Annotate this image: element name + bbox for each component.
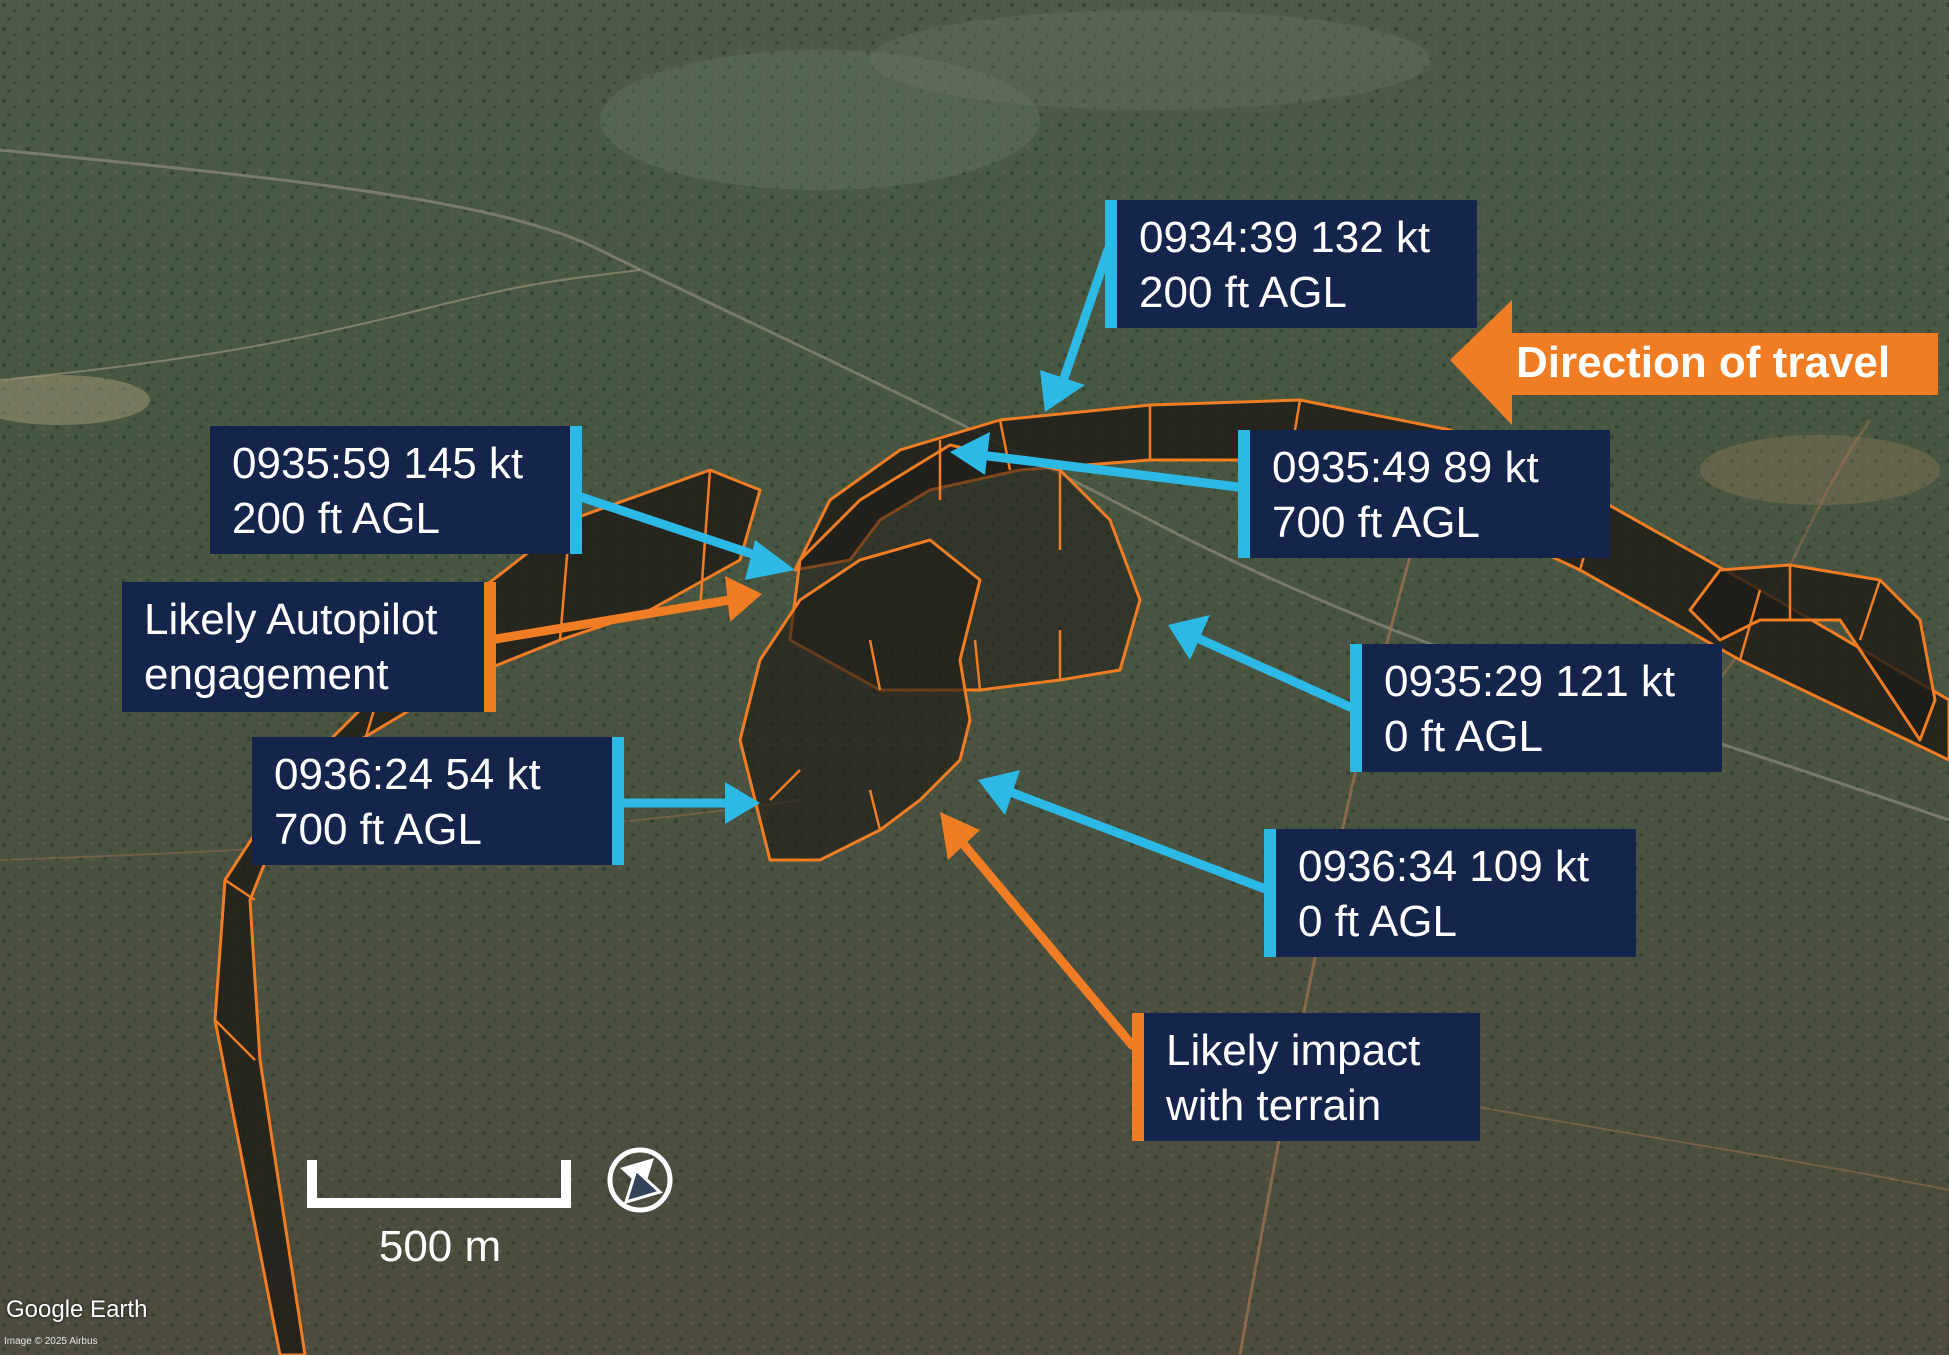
annotation-0935-29: 0935:29 121 kt 0 ft AGL [1350,644,1722,772]
annotation-line2: 700 ft AGL [1272,498,1480,547]
annotation-arrows [570,245,1355,895]
annotation-line1: 0935:59 145 kt [232,439,524,488]
annotation-0935-59: 0935:59 145 kt 200 ft AGL [210,426,582,554]
annotation-line2: 0 ft AGL [1298,897,1457,946]
annotation-line1: 0935:49 89 kt [1272,443,1539,492]
annotation-line1: 0936:24 54 kt [274,750,541,799]
annotation-line2: 200 ft AGL [1139,268,1347,317]
annotation-line2: 700 ft AGL [274,805,482,854]
annotation-impact: Likely impact with terrain [1132,1013,1480,1141]
impact-arrows [485,576,1137,1050]
annotation-0934-39: 0934:39 132 kt 200 ft AGL [1105,200,1477,328]
annotation-line1: Likely Autopilot [144,595,438,644]
direction-arrow-shape [1450,300,1938,425]
google-earth-logo: Google Earth [6,1296,148,1323]
annotation-line1: 0936:34 109 kt [1298,842,1590,891]
annotation-line1: 0935:29 121 kt [1384,657,1676,706]
annotation-0936-34: 0936:34 109 kt 0 ft AGL [1264,829,1636,957]
annotation-0935-49: 0935:49 89 kt 700 ft AGL [1238,430,1610,558]
north-arrow-compass-icon [607,1147,673,1213]
annotation-line1: Likely impact [1166,1026,1421,1075]
scale-bar [307,1160,571,1208]
annotation-line2: with terrain [1166,1081,1382,1130]
scale-bar-label: 500 m [378,1222,502,1271]
annotation-line2: engagement [144,650,389,699]
annotation-line2: 0 ft AGL [1384,712,1543,761]
imagery-credit: Image © 2025 Airbus [4,1336,98,1347]
annotation-line2: 200 ft AGL [232,494,440,543]
annotation-0936-24: 0936:24 54 kt 700 ft AGL [252,737,624,865]
direction-of-travel-label: Direction of travel [1516,338,1891,387]
annotation-line1: 0934:39 132 kt [1139,213,1431,262]
annotation-autopilot: Likely Autopilot engagement [122,582,496,712]
